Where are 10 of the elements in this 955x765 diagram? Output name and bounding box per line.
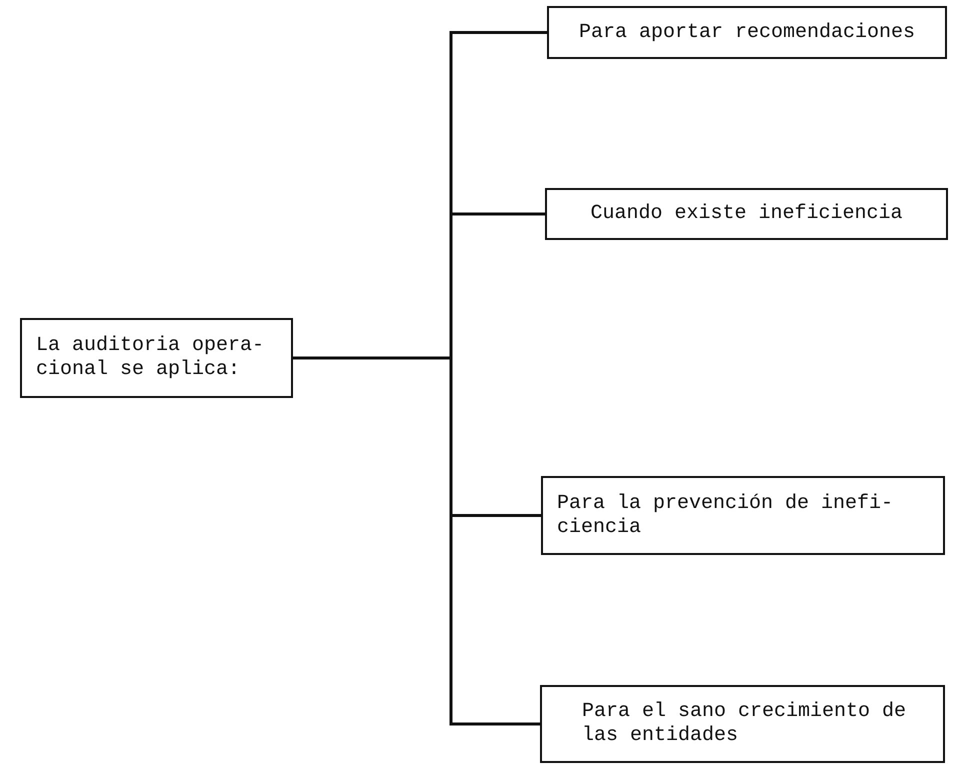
text-box — [541, 476, 945, 555]
box-text: Cuando existe ineficiencia — [590, 202, 903, 226]
box-text: Para la prevención de inefi- ciencia — [557, 492, 894, 540]
box-text: Para aportar recomendaciones — [578, 20, 916, 44]
box-text: La auditoria opera- cional se aplica: — [36, 334, 266, 382]
text-box — [540, 685, 945, 763]
text-box — [545, 188, 948, 240]
box-text: Para el sano crecimiento de las entidades — [582, 700, 908, 748]
text-box — [20, 318, 293, 398]
text-box — [547, 6, 947, 59]
